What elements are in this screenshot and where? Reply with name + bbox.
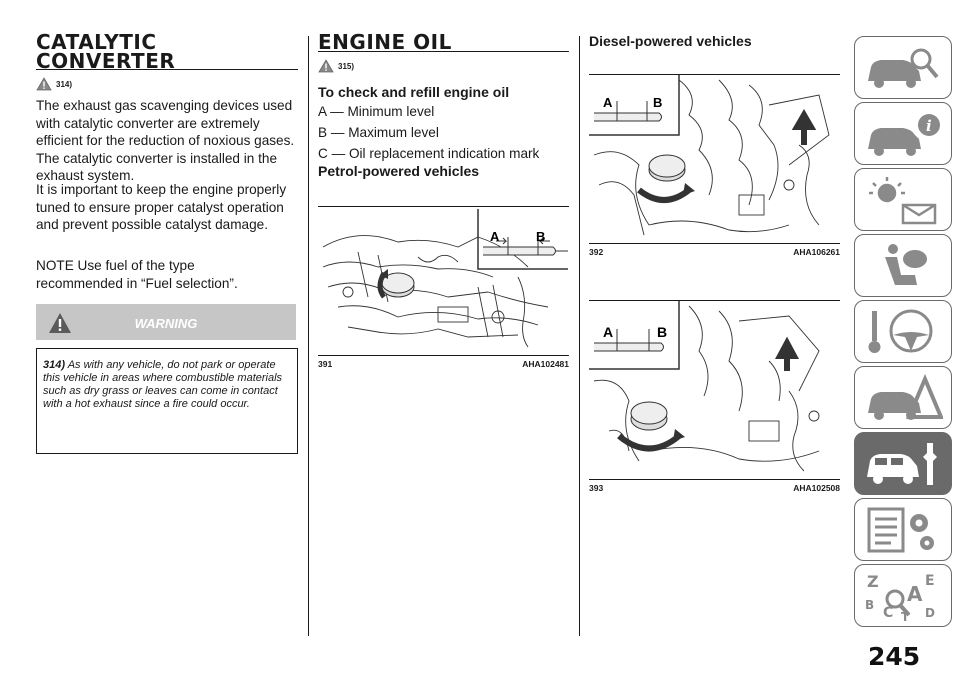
warning-number: 314) [43, 359, 66, 371]
engine-illustration-diesel-2: A B [589, 301, 820, 472]
seat-airbag-icon [885, 244, 927, 285]
section-title-engine-oil: ENGINE OIL [318, 30, 452, 54]
label-b: B [653, 95, 662, 110]
figure-code: AHA102481 [522, 359, 569, 369]
tab-technical-data[interactable] [854, 498, 952, 561]
specs-gears-icon [867, 507, 934, 553]
warning-light-message-icon [869, 177, 937, 225]
car-wrench-icon [867, 443, 937, 485]
figure-top-rule [318, 206, 569, 207]
warning-ref-number: 315) [338, 61, 355, 71]
warning-triangle-icon [318, 59, 334, 73]
figure-caption: 392 AHA106261 [589, 244, 840, 257]
tab-emergency[interactable] [854, 366, 952, 429]
figure-caption: 391 AHA102481 [318, 356, 569, 369]
column-diesel: Diesel-powered vehicles [589, 0, 840, 678]
svg-text:D: D [925, 606, 935, 620]
svg-text:B: B [865, 598, 874, 612]
oil-cap [377, 269, 415, 299]
engine-illustration-petrol: A B [322, 209, 568, 348]
engine-illustration-diesel-1: A B [589, 75, 830, 236]
figure-392: A B 392 AHA106261 [589, 74, 840, 257]
item-a: A — Minimum level [318, 104, 435, 119]
subheading-petrol: Petrol-powered vehicles [318, 163, 480, 179]
section-title-catalytic: CATALYTIC CONVERTER [36, 30, 176, 73]
column-divider [308, 36, 309, 636]
paragraph-1: The exhaust gas scavenging devices used … [36, 98, 295, 183]
svg-text:C: C [883, 605, 893, 621]
warning-label: WARNING [134, 316, 198, 331]
tab-car-info[interactable]: i [854, 102, 952, 165]
car-warning-triangle-icon [868, 373, 943, 420]
figure-caption: 393 AHA102508 [589, 480, 840, 493]
label-a: A [490, 229, 500, 244]
tab-safety[interactable] [854, 234, 952, 297]
warning-ref-number: 314) [56, 79, 73, 89]
column-catalytic-converter: CATALYTIC CONVERTER 314) The exhaust gas… [36, 0, 298, 678]
figure-number: 392 [589, 247, 604, 257]
steering-key-icon [868, 309, 933, 353]
figure-number: 391 [318, 359, 333, 369]
label-b: B [657, 324, 667, 340]
tab-car-search[interactable] [854, 36, 952, 99]
figure-393: A B 393 AHA102508 [589, 300, 840, 493]
figure-code: AHA106261 [793, 247, 840, 257]
svg-text:T: T [901, 610, 910, 621]
title-line-2: CONVERTER [36, 49, 176, 73]
dipstick-inset: A B [477, 209, 568, 270]
figure-bottom-rule [589, 243, 840, 244]
figure-bottom-rule [589, 479, 840, 480]
warning-ref[interactable]: 314) [36, 77, 72, 91]
page-number: 245 [868, 642, 921, 671]
dipstick-inset: A B [589, 301, 680, 370]
label-a: A [603, 95, 613, 110]
paragraph-2: It is important to keep the engine prope… [36, 182, 287, 232]
title-underline [318, 51, 569, 52]
svg-text:i: i [926, 117, 932, 135]
warning-text: As with any vehicle, do not park or oper… [43, 359, 283, 410]
title-line-1: CATALYTIC [36, 30, 157, 54]
figure-number: 393 [589, 483, 604, 493]
warning-header: WARNING [36, 304, 296, 340]
item-c: C — Oil replacement indication mark [318, 146, 540, 161]
column-divider [579, 36, 580, 636]
figure-code: AHA102508 [793, 483, 840, 493]
column-engine-oil: ENGINE OIL 315) To check and refill engi… [318, 0, 569, 678]
oil-cap [617, 401, 685, 452]
warning-triangle-icon [36, 77, 52, 91]
figure-top-rule [589, 300, 840, 301]
oil-cap [637, 154, 695, 203]
label-b: B [536, 229, 545, 244]
warning-ref[interactable]: 315) [318, 59, 354, 73]
title-underline [36, 69, 298, 70]
figure-391: A B 391 AHA102481 [318, 206, 569, 369]
svg-text:Z: Z [867, 572, 879, 591]
warning-box: 314) As with any vehicle, do not park or… [36, 348, 298, 454]
tab-servicing-maintenance[interactable] [854, 432, 952, 495]
svg-text:A: A [907, 582, 923, 606]
tab-starting-driving[interactable] [854, 300, 952, 363]
car-search-icon [868, 48, 939, 88]
label-a: A [603, 324, 613, 340]
tab-warning-lights[interactable] [854, 168, 952, 231]
svg-text:E: E [925, 573, 935, 589]
car-info-icon: i [868, 114, 940, 156]
subheading-diesel: Diesel-powered vehicles [589, 33, 752, 49]
paragraph-note: NOTE Use fuel of the type recommended in… [36, 258, 238, 291]
subheading-check-refill: To check and refill engine oil [318, 84, 510, 100]
dipstick-inset: A B [589, 75, 680, 136]
warning-triangle-icon [49, 313, 71, 333]
figure-bottom-rule [318, 355, 569, 356]
item-b: B — Maximum level [318, 125, 439, 140]
figure-top-rule [589, 74, 840, 75]
